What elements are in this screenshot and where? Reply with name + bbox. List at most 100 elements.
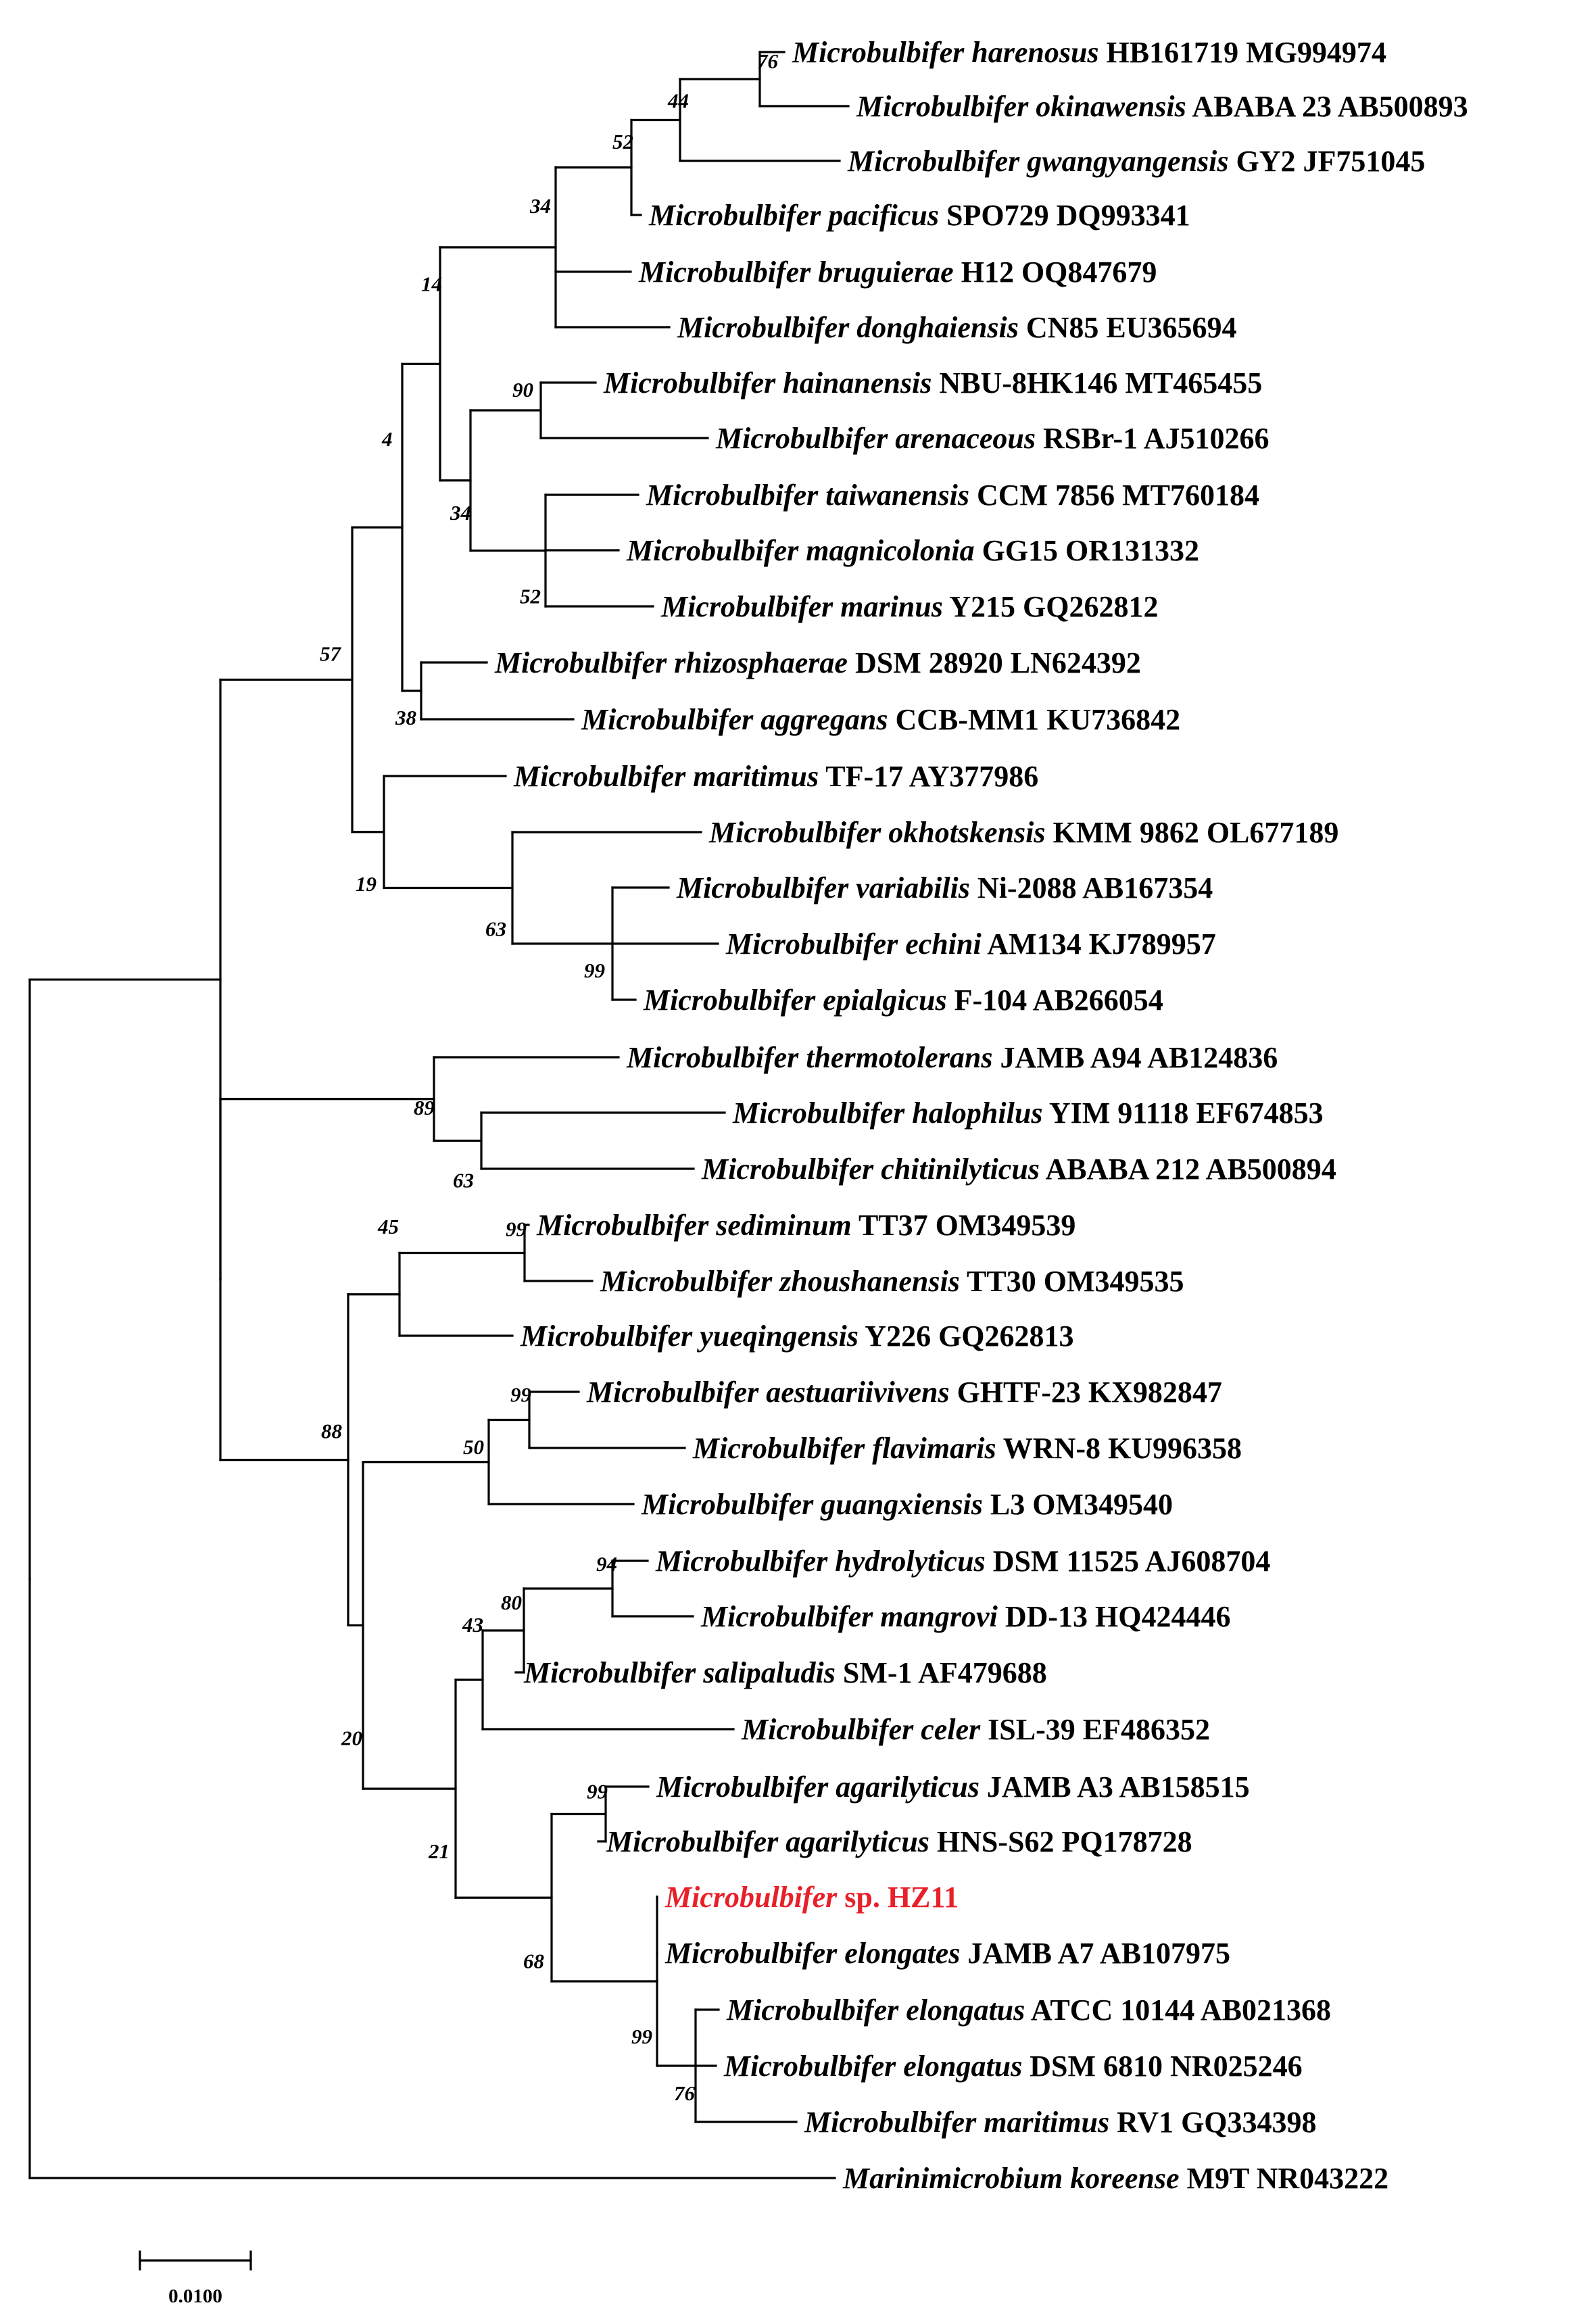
- taxon-strain-accession: L3 OM349540: [983, 1488, 1173, 1521]
- taxon-label: Microbulbifer marinus Y215 GQ262812: [660, 590, 1158, 623]
- taxon-strain-accession: JAMB A3 AB158515: [980, 1770, 1250, 1804]
- taxon-genus: Microbulbifer: [581, 703, 754, 736]
- taxon-species: hainanensis: [775, 366, 932, 400]
- taxon-species: maritimus: [976, 2106, 1109, 2139]
- taxon-label: Microbulbifer yueqingensis Y226 GQ262813: [520, 1320, 1074, 1353]
- taxon-species: taiwanensis: [818, 479, 969, 512]
- taxon-strain-accession: AM134 KJ789957: [982, 927, 1216, 961]
- bootstrap-value: 63: [453, 1169, 474, 1192]
- bootstrap-value: 52: [612, 130, 633, 153]
- taxon-species: marinus: [833, 590, 943, 623]
- taxon-label: Microbulbifer bruguierae H12 OQ847679: [638, 256, 1157, 289]
- taxon-strain-accession: HNS-S62 PQ178728: [929, 1825, 1192, 1858]
- bootstrap-value: 80: [501, 1591, 522, 1614]
- taxon-strain-accession: CN85 EU365694: [1019, 311, 1237, 344]
- taxon-genus: Microbulbifer: [660, 590, 833, 623]
- taxon-label: Microbulbifer zhoushanensis TT30 OM34953…: [600, 1265, 1184, 1298]
- taxon-label: Microbulbifer aggregans CCB-MM1 KU736842: [581, 703, 1180, 736]
- taxon-strain-accession: JAMB A7 AB107975: [960, 1937, 1230, 1970]
- taxon-species: okinawensis: [1028, 90, 1186, 123]
- taxon-species: celer: [913, 1713, 981, 1746]
- taxon-genus: Microbulbifer: [626, 1041, 799, 1074]
- taxon-genus: Microbulbifer: [638, 256, 811, 289]
- taxon-label: Microbulbifer salipaludis SM-1 AF479688: [523, 1656, 1047, 1689]
- taxon-label: Microbulbifer elongates JAMB A7 AB107975: [664, 1937, 1230, 1970]
- taxon-species: guangxiensis: [813, 1488, 983, 1521]
- taxon-strain-accession: NBU-8HK146 MT465455: [932, 366, 1262, 400]
- taxon-species: maritimus: [685, 760, 819, 793]
- taxon-species: flavimaris: [865, 1432, 996, 1465]
- taxon-label: Microbulbifer okinawensis ABABA 23 AB500…: [856, 90, 1468, 123]
- taxon-genus: Microbulbifer: [708, 816, 881, 849]
- taxon-label: Microbulbifer okhotskensis KMM 9862 OL67…: [708, 816, 1338, 849]
- taxon-label: Microbulbifer elongatus ATCC 10144 AB021…: [726, 1993, 1331, 2027]
- taxon-strain-accession: ABABA 212 AB500894: [1040, 1153, 1336, 1186]
- taxon-genus: Microbulbifer: [520, 1320, 693, 1353]
- taxon-genus: Microbulbifer: [603, 366, 776, 400]
- taxon-label: Microbulbifer harenosus HB161719 MG99497…: [792, 36, 1386, 69]
- taxon-strain-accession: Ni-2088 AB167354: [970, 871, 1213, 904]
- taxon-genus: Microbulbifer: [726, 1993, 899, 2027]
- taxon-species: aggregans: [753, 703, 888, 736]
- taxon-species: aestuariivivens: [758, 1376, 949, 1409]
- bootstrap-value: 76: [674, 2081, 696, 2105]
- taxon-genus: Microbulbifer: [792, 36, 965, 69]
- taxon-species: koreense: [1063, 2162, 1179, 2195]
- bootstrap-value: 99: [587, 1780, 608, 1804]
- bootstrap-value: 50: [463, 1435, 484, 1459]
- taxon-species: gwangyangensis: [1019, 145, 1228, 178]
- taxon-label: Microbulbifer pacificus SPO729 DQ993341: [648, 199, 1190, 232]
- bootstrap-value: 4: [381, 427, 393, 451]
- taxon-label: Microbulbifer chitinilyticus ABABA 212 A…: [701, 1153, 1336, 1186]
- taxon-species: agarilyticus: [778, 1825, 929, 1858]
- taxon-label: Microbulbifer agarilyticus HNS-S62 PQ178…: [606, 1825, 1192, 1858]
- taxon-genus: Microbulbifer: [513, 760, 686, 793]
- taxon-species: variabilis: [848, 871, 970, 904]
- taxon-strain-accession: Y226 GQ262813: [859, 1320, 1074, 1353]
- taxon-genus: Microbulbifer: [700, 1600, 873, 1633]
- bootstrap-value: 34: [529, 194, 551, 218]
- bootstrap-value: 20: [341, 1726, 362, 1749]
- taxon-label: Microbulbifer thermotolerans JAMB A94 AB…: [626, 1041, 1278, 1074]
- taxon-species: elongatus: [896, 2050, 1022, 2083]
- bootstrap-value: 57: [320, 642, 342, 665]
- taxon-label: Microbulbifer gwangyangensis GY2 JF75104…: [847, 145, 1425, 178]
- taxon-strain-accession: H12 OQ847679: [954, 256, 1157, 289]
- bootstrap-value: 99: [506, 1217, 527, 1241]
- taxon-strain-accession: TF-17 AY377986: [819, 760, 1038, 793]
- taxon-genus: Microbulbifer: [646, 479, 819, 512]
- taxon-genus: Microbulbifer: [655, 1545, 828, 1578]
- taxon-strain-accession: GG15 OR131332: [975, 534, 1199, 567]
- taxon-strain-accession: Y215 GQ262812: [943, 590, 1159, 623]
- taxon-strain-accession: DSM 11525 AJ608704: [986, 1545, 1271, 1578]
- taxon-label: Microbulbifer hydrolyticus DSM 11525 AJ6…: [655, 1545, 1270, 1578]
- taxon-species: donghaiensis: [849, 311, 1019, 344]
- taxon-label: Microbulbifer rhizosphaerae DSM 28920 LN…: [494, 646, 1141, 679]
- taxon-genus: Microbulbifer: [656, 1770, 829, 1804]
- taxon-label: Microbulbifer echini AM134 KJ789957: [725, 927, 1216, 961]
- taxon-strain-accession: TT30 OM349535: [960, 1265, 1184, 1298]
- bootstrap-value: 34: [450, 501, 471, 525]
- taxon-strain-accession: WRN-8 KU996358: [996, 1432, 1242, 1465]
- taxon-genus: Microbulbifer: [523, 1656, 696, 1689]
- taxon-genus: Microbulbifer: [677, 311, 850, 344]
- taxon-strain-accession: DD-13 HQ424446: [998, 1600, 1231, 1633]
- taxon-label: Microbulbifer arenaceous RSBr-1 AJ510266: [715, 422, 1269, 455]
- taxon-species: okhotskensis: [881, 816, 1045, 849]
- taxon-species: sp.: [837, 1881, 880, 1914]
- bootstrap-value: 68: [523, 1949, 545, 1973]
- taxon-genus: Microbulbifer: [856, 90, 1029, 123]
- bootstrap-value: 76: [757, 49, 779, 73]
- taxon-strain-accession: M9T NR043222: [1180, 2162, 1389, 2195]
- bootstrap-value: 99: [510, 1383, 531, 1407]
- taxon-species: elongates: [837, 1937, 960, 1970]
- taxon-genus: Microbulbifer: [723, 2050, 896, 2083]
- taxon-species: yueqingensis: [692, 1320, 859, 1353]
- bootstrap-value: 99: [584, 959, 605, 982]
- taxon-label: Microbulbifer donghaiensis CN85 EU365694: [677, 311, 1237, 344]
- bootstrap-value: 43: [462, 1613, 483, 1637]
- taxon-strain-accession: RSBr-1 AJ510266: [1036, 422, 1269, 455]
- bootstrap-values: 7644523490523414384996319576389994599509…: [320, 49, 779, 2105]
- taxon-genus: Microbulbifer: [494, 646, 667, 679]
